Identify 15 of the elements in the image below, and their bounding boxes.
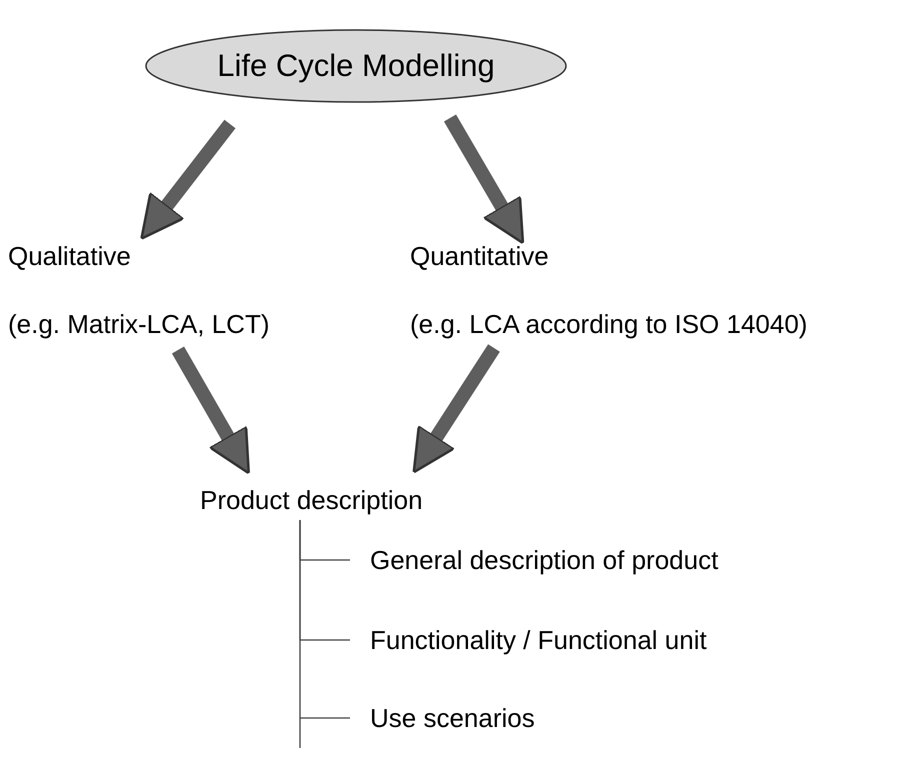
node-text: Qualitative (8, 240, 132, 273)
block-arrow (444, 114, 524, 244)
block-arrow (412, 344, 500, 474)
tree-line (299, 520, 350, 719)
block-arrow (172, 346, 250, 474)
node-text: Quantitative (410, 240, 550, 273)
block-arrow (140, 120, 236, 240)
node-text: General description of product (370, 544, 720, 577)
ellipse-node (145, 29, 567, 103)
node-text: Functionality / Functional unit (370, 624, 708, 657)
node-text: Product description (200, 484, 424, 517)
node-text: (e.g. LCA according to ISO 14040) (410, 308, 808, 341)
node-title: Life Cycle Modelling (217, 47, 495, 85)
node-text: (e.g. Matrix-LCA, LCT) (8, 308, 270, 341)
node-text: Use scenarios (370, 702, 536, 735)
